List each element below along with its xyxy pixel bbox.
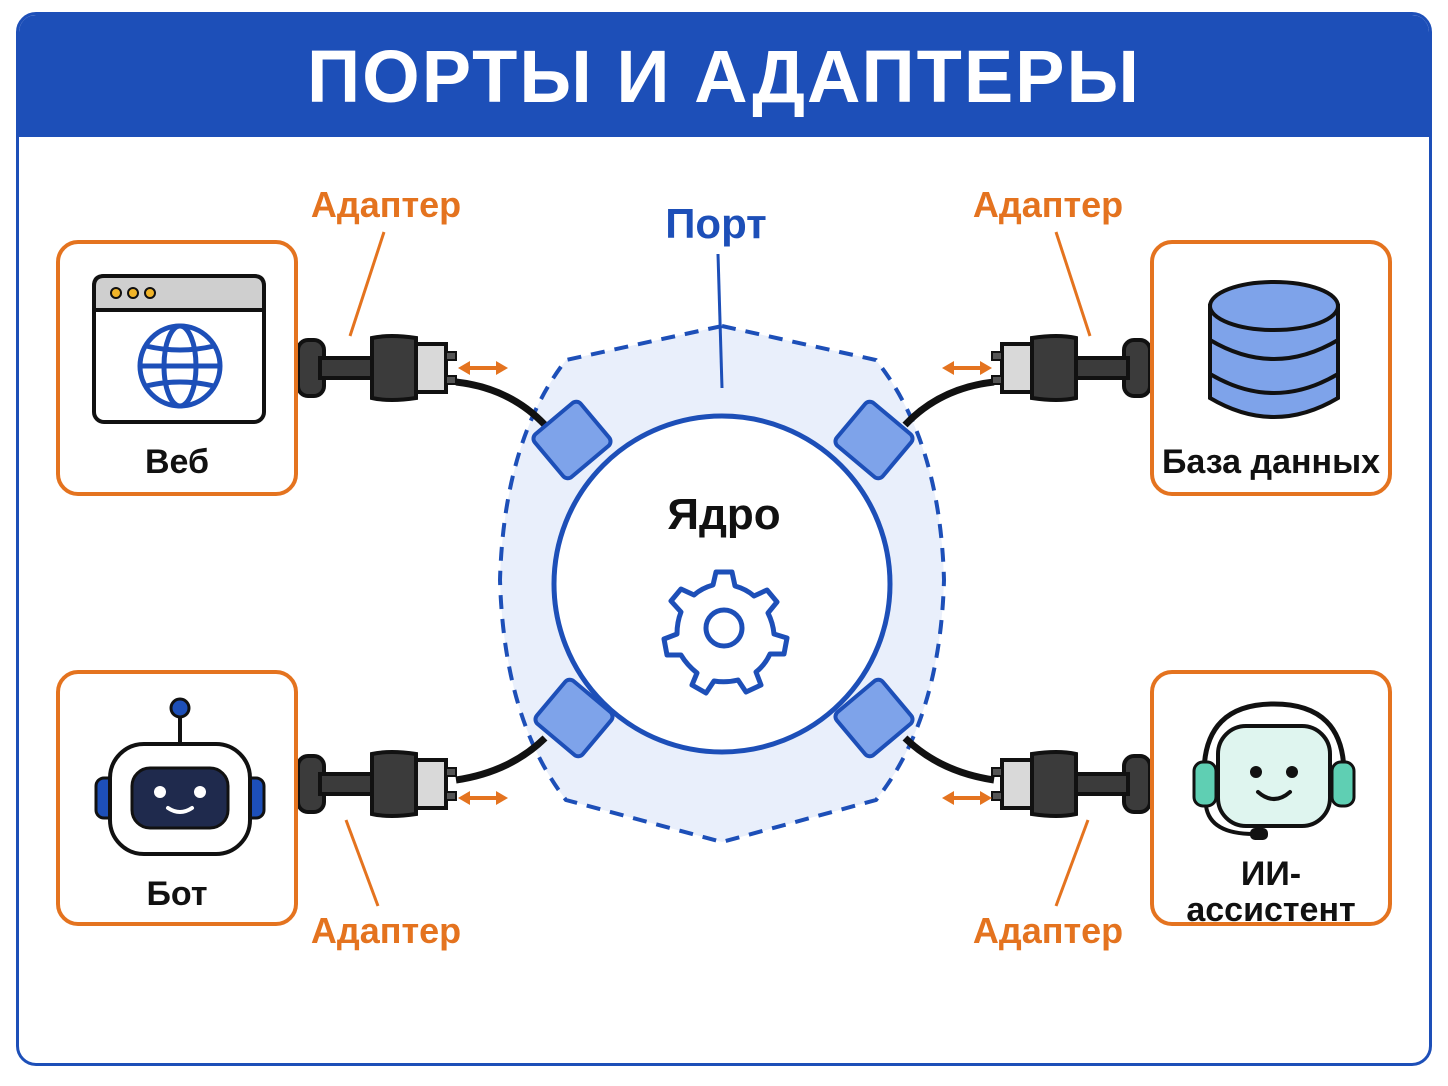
client-box-ai-assistant: ИИ- ассистент — [1150, 670, 1392, 929]
gear-icon — [661, 569, 790, 696]
adapter-label-bottom-left: Адаптер — [310, 910, 462, 951]
arrow-top-right — [940, 359, 994, 377]
client-box-database: База данных — [1150, 240, 1392, 496]
client-box-web: Веб — [56, 240, 298, 496]
adapter-pointer-bottom-right — [1054, 819, 1090, 907]
plug-top-left — [296, 334, 458, 402]
port-label: Порт — [665, 200, 767, 247]
client-label-ai-line1: ИИ- — [1240, 855, 1302, 893]
port-block-top-left — [531, 399, 613, 481]
port-block-bottom-left — [533, 677, 615, 759]
core-circle — [551, 413, 893, 755]
adapter-pointer-top-right — [1054, 231, 1092, 337]
arrow-bottom-right — [940, 789, 994, 807]
port-block-top-right — [833, 399, 915, 481]
client-label-database: База данных — [1161, 443, 1381, 481]
client-label-ai-line2: ассистент — [1186, 891, 1356, 929]
ai-assistant-headset-icon — [1192, 701, 1356, 840]
robot-icon — [94, 697, 266, 856]
plug-top-right — [990, 334, 1152, 402]
adapter-pointer-top-left — [348, 231, 386, 337]
adapter-label-bottom-right: Адаптер — [972, 910, 1124, 951]
adapter-label-top-left: Адаптер — [310, 184, 462, 225]
database-icon — [1208, 280, 1340, 419]
title-banner: ПОРТЫ И АДАПТЕРЫ — [19, 15, 1429, 137]
adapter-pointer-bottom-left — [344, 819, 380, 907]
plug-bottom-right — [990, 750, 1152, 818]
adapter-label-top-right: Адаптер — [972, 184, 1124, 225]
client-box-bot: Бот — [56, 670, 298, 926]
core-label: Ядро — [667, 490, 781, 539]
port-pointer-line — [716, 253, 724, 389]
client-label-web: Веб — [144, 443, 209, 481]
client-label-bot: Бот — [146, 875, 208, 913]
port-block-bottom-right — [833, 677, 915, 759]
arrow-top-left — [456, 359, 510, 377]
plug-bottom-left — [296, 750, 458, 818]
browser-globe-icon — [92, 274, 266, 424]
page-title: ПОРТЫ И АДАПТЕРЫ — [306, 34, 1141, 118]
arrow-bottom-left — [456, 789, 510, 807]
